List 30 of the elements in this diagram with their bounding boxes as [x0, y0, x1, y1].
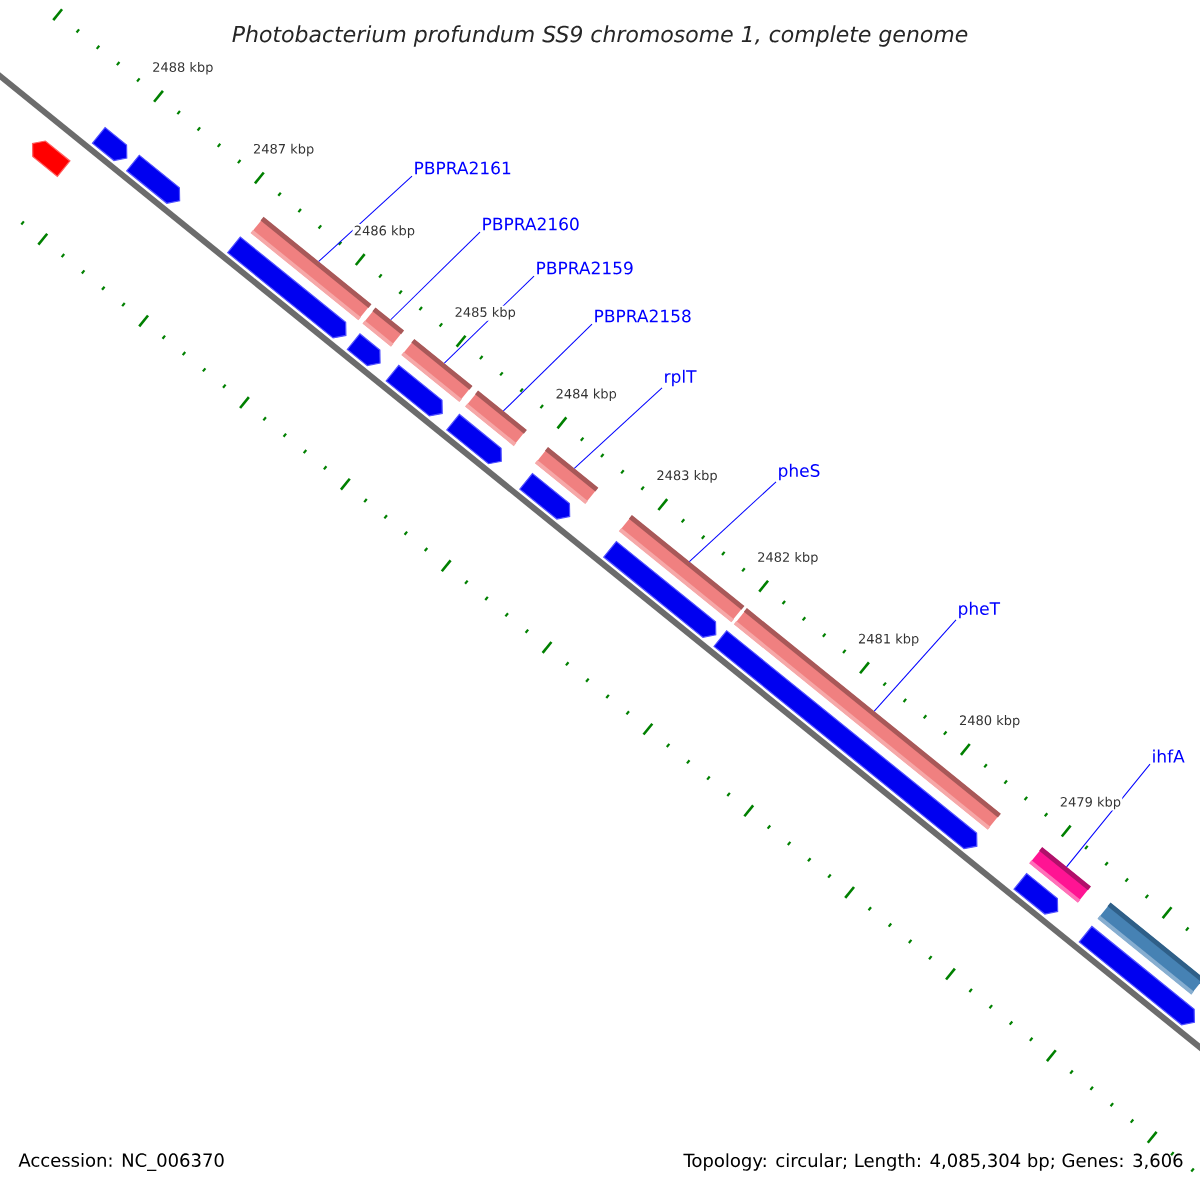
gene-label: PBPRA2160 — [483, 217, 579, 231]
leader-line — [502, 323, 593, 412]
gene-label: ihfA — [1153, 749, 1185, 763]
gene-block — [91, 126, 128, 162]
gene-block — [445, 413, 502, 465]
leader-line — [873, 619, 957, 712]
gene-block — [519, 472, 571, 520]
leader-line — [318, 175, 413, 262]
gene-bar — [1097, 902, 1200, 995]
gene-block — [346, 333, 381, 367]
gene-label: PBPRA2161 — [415, 161, 511, 175]
gene-label: pheT — [959, 601, 1001, 619]
gene-block — [31, 140, 71, 178]
title: Photobacterium profundum SS9 chromosome 1, complete genome — [232, 25, 968, 47]
leader-line — [573, 387, 663, 469]
genome-info-text: Topology: circular; Length: 4,085,304 bp; Genes: 3,606 — [683, 1153, 1183, 1171]
gene-label: PBPRA2159 — [537, 261, 633, 275]
gene-block — [1078, 925, 1195, 1026]
gene-label: rplT — [665, 369, 697, 387]
gene-block — [602, 540, 717, 638]
leader-line — [688, 481, 777, 562]
gene-block — [1013, 872, 1059, 915]
gene-label: pheS — [779, 463, 820, 481]
accession-text: Accession: NC_006370 — [18, 1153, 224, 1171]
gene-label: PBPRA2158 — [595, 309, 691, 323]
leader-line — [390, 231, 481, 321]
gene-block — [125, 154, 181, 204]
gene-block — [385, 364, 443, 417]
leader-line — [1066, 763, 1151, 868]
gene-block — [226, 236, 347, 339]
